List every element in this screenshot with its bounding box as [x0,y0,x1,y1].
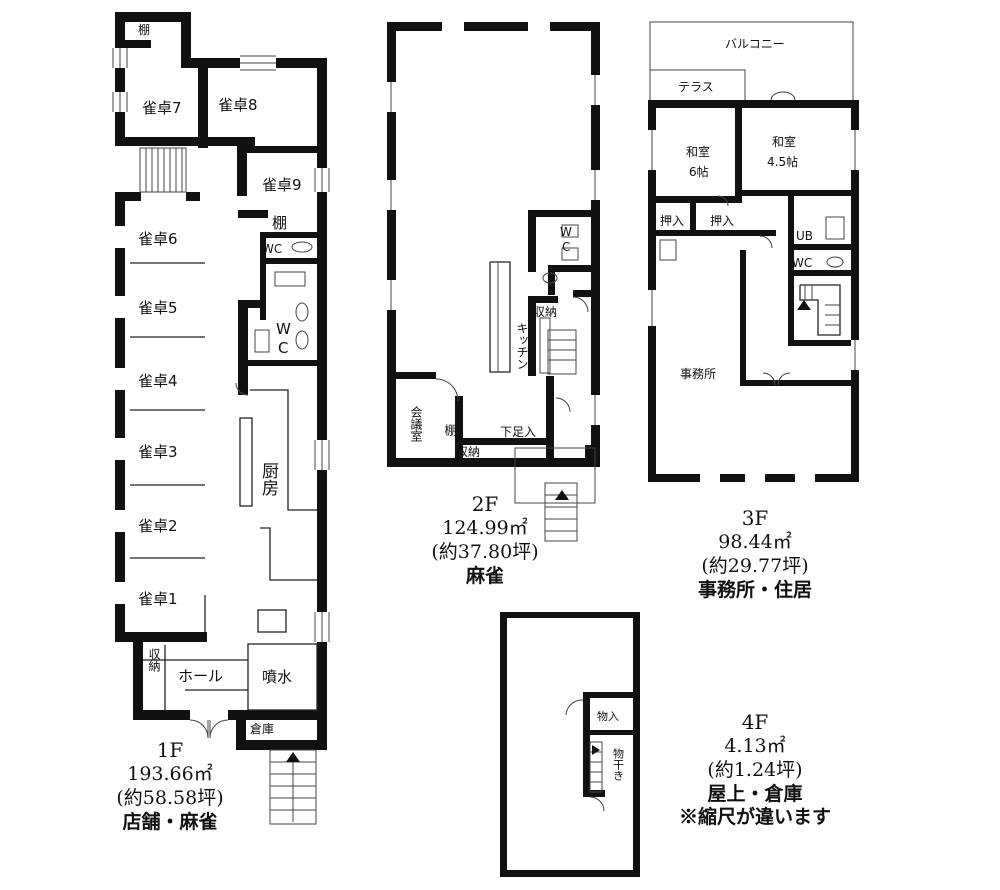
caption-3f-tsubo: (約29.77坪) [701,554,809,577]
floor-2f-plan: W C 収納 キッチン 会議室 棚 下足入 収納 [385,20,602,542]
1f-storage-label: 収納 [147,648,161,672]
3f-balcony-label: バルコニー [725,37,785,51]
1f-fountain-label: 噴水 [262,668,292,686]
2f-wc-label-w: W [560,225,572,239]
caption-1f-area: 193.66㎡ [127,763,213,785]
floor-3f-plan: バルコニー テラス 和室 6帖 和室 4.5帖 押入 押入 UB WC 事務所 [646,21,861,484]
caption-3f-area: 98.44㎡ [718,531,792,553]
1f-wc1-label: WC [262,242,282,256]
2f-storage-label: 収納 [533,305,557,319]
2f-shelf-label: 棚 [443,423,457,437]
3f-washitsu2-size: 4.5帖 [767,154,798,169]
3f-wc-label: WC [792,256,812,270]
3f-washitsu2-label: 和室 [772,134,796,149]
1f-table9-label: 雀卓9 [262,176,302,194]
1f-table8-label: 雀卓8 [218,96,258,114]
2f-shoe-label: 下足入 [500,425,536,439]
1f-hall-label: ホール [178,667,223,685]
caption-3f: 3F 98.44㎡ (約29.77坪) 事務所・住居 [670,506,840,602]
1f-table1-label: 雀卓1 [138,590,178,608]
1f-table6-label: 雀卓6 [138,230,178,248]
3f-closet1-label: 押入 [660,214,684,228]
floor-1f-plan: 棚 雀卓7 雀卓8 雀卓9 棚 WC 雀卓6 雀卓5 W C 雀卓4 厨房 雀卓… [112,12,330,825]
caption-3f-floor: 3F [741,506,769,530]
4f-storage-label: 物入 [597,709,619,723]
1f-table4-label: 雀卓4 [138,372,178,390]
1f-wc2-label-w: W [276,320,291,338]
1f-wc2-label-c: C [278,339,288,357]
3f-closet2-label: 押入 [710,214,734,228]
caption-2f-area: 124.99㎡ [442,517,528,539]
1f-shelf-label: 棚 [138,22,150,37]
caption-2f-floor: 2F [471,492,499,516]
caption-4f-area: 4.13㎡ [724,735,786,757]
caption-1f-tsubo: (約58.58坪) [116,786,224,809]
1f-table2-label: 雀卓2 [138,517,178,535]
caption-4f-use: 屋上・倉庫 [707,782,803,805]
1f-table3-label: 雀卓3 [138,443,178,461]
3f-office-label: 事務所 [680,367,716,381]
caption-3f-use: 事務所・住居 [697,578,812,601]
1f-table7-label: 雀卓7 [142,99,182,117]
2f-wc-label-c: C [562,240,570,254]
1f-table5-label: 雀卓5 [138,299,178,317]
caption-1f: 1F 193.66㎡ (約58.58坪) 店舗・麻雀 [80,738,260,834]
3f-ub-label: UB [796,229,813,243]
caption-2f: 2F 124.99㎡ (約37.80坪) 麻雀 [405,492,565,588]
3f-washitsu1-size: 6帖 [689,164,709,179]
caption-1f-floor: 1F [156,738,184,762]
caption-4f-floor: 4F [741,710,769,734]
scale-note: ※縮尺が違います [678,806,831,829]
floor-4f-plan: 物入 物干き [500,612,640,877]
2f-meeting-label: 会議室 [409,406,423,442]
1f-kitchen-label: 厨房 [258,462,279,497]
caption-2f-tsubo: (約37.80坪) [431,540,539,563]
3f-washitsu1-label: 和室 [686,144,710,159]
3f-terrace-label: テラス [678,80,714,94]
1f-warehouse-label: 倉庫 [250,721,274,736]
4f-drying-label: 物干き [612,747,625,781]
2f-storage2-label: 収納 [456,445,480,459]
2f-kitchen-label: キッチン [515,322,529,370]
caption-2f-use: 麻雀 [465,564,504,587]
caption-1f-use: 店舗・麻雀 [122,810,218,833]
caption-4f: 4F 4.13㎡ (約1.24坪) 屋上・倉庫 ※縮尺が違います [650,710,860,830]
caption-4f-tsubo: (約1.24坪) [707,758,803,781]
1f-shelf2-label: 棚 [272,214,287,232]
